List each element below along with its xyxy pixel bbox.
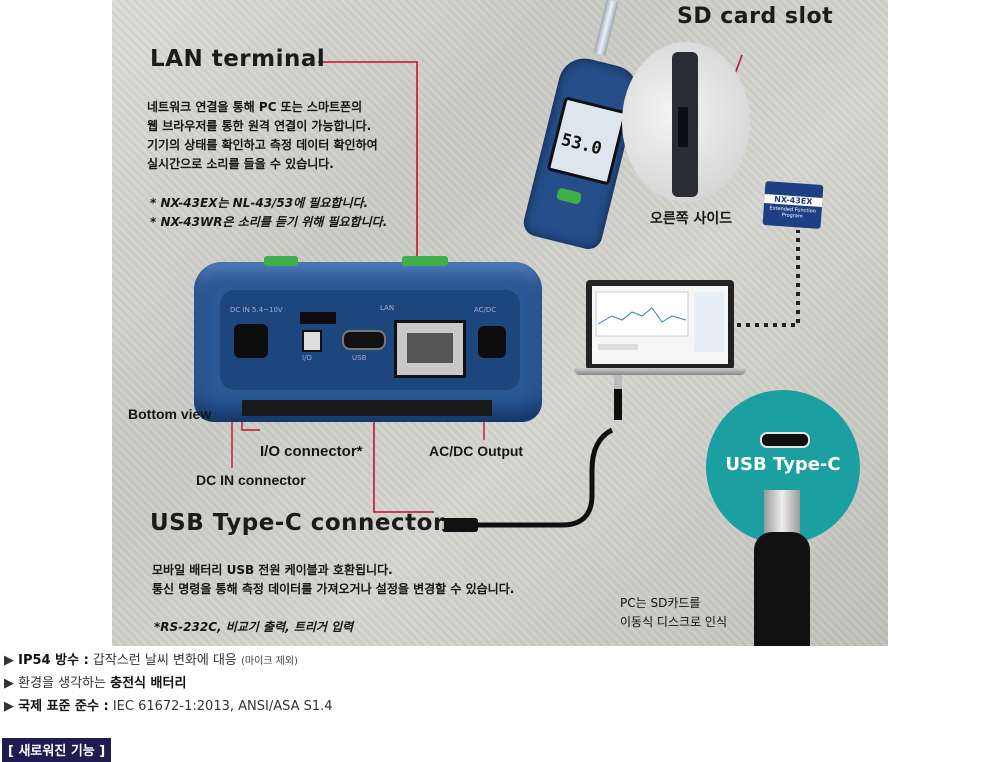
meter-screen: 53.0 [546,96,628,186]
bullet-row: ▶ IP54 방수 : 갑작스런 날씨 변화에 대응 (마이크 제외) [4,650,333,673]
usb-cable [442,375,622,532]
lan-note: * NX-43WR은 소리를 듣기 위해 필요합니다. [150,215,388,229]
feature-bullets: ▶ IP54 방수 : 갑작스런 날씨 변화에 대응 (마이크 제외) ▶ 환경… [4,650,333,719]
bullet-text: 갑작스런 날씨 변화에 대응 [88,653,242,668]
device-button [264,256,298,266]
connector-panel: DC IN 5.4~10V I/O USB LAN AC/DC [220,290,520,390]
io-label: I/O [302,354,312,362]
bullet-bold: IP54 방수 : [18,653,89,668]
io-port [302,330,322,352]
lan-note: * NX-43EX는 NL-43/53에 필요합니다. [150,196,369,210]
lan-label: LAN [380,304,395,312]
usb-note: *RS-232C, 비교기 출력, 트리거 입력 [154,620,354,634]
bullet-arrow-icon: ▶ [4,676,14,691]
usb-plug-metal [764,490,800,536]
bullet-bold: 국제 표준 준수 : [18,699,109,714]
usb-desc-line: 모바일 배터리 USB 전원 케이블과 호환됩니다. [152,563,393,577]
laptop-screen-chart [595,291,724,352]
usb-description: 모바일 배터리 USB 전원 케이블과 호환됩니다. 통신 명령을 통해 측정 … [152,561,514,599]
bullet-arrow-icon: ▶ [4,699,14,714]
device-bottom-view: DC IN 5.4~10V I/O USB LAN AC/DC [194,256,542,422]
sd-card-sub: Extended Function Program [769,205,817,220]
dc-in-label: DC IN connector [196,472,306,488]
io-connector-label: I/O connector* [260,443,363,460]
laptop-screen [592,286,728,364]
lan-desc-line: 기기의 상태를 확인하고 측정 데이터 확인하여 [147,138,378,152]
acdc-label: AC/DC [474,306,497,314]
section-tag: [ 새로워진 기능 ] [2,738,112,762]
lan-terminal-title: LAN terminal [150,46,326,72]
bottom-view-label: Bottom view [128,406,212,422]
bullet-text: IEC 61672-1:2013, ANSI/ASA S1.4 [108,699,333,714]
laptop [586,280,734,370]
device-base-slot [242,400,492,416]
lan-desc-line: 실시간으로 소리를 들을 수 있습니다. [147,157,334,171]
bullet-text: 환경을 생각하는 [18,676,111,691]
bullet-row: ▶ 국제 표준 준수 : IEC 61672-1:2013, ANSI/ASA … [4,696,333,719]
bullet-row: ▶ 환경을 생각하는 충전식 배터리 [4,673,333,696]
product-feature-image: LAN terminal 네트워크 연결을 통해 PC 또는 스마트폰의 웹 브… [112,0,888,646]
dc-label: DC IN 5.4~10V [230,306,283,314]
acdc-port [478,326,506,358]
bullet-arrow-icon: ▶ [4,653,14,668]
dc-in-port [234,324,268,358]
sd-slot-closeup [622,42,750,202]
lan-description: 네트워크 연결을 통해 PC 또는 스마트폰의 웹 브라우저를 통한 원격 연결… [147,98,378,174]
acdc-output-label: AC/DC Output [429,443,524,459]
microphone [593,0,619,56]
meter-body: 53.0 [520,53,644,252]
side-panel [672,52,698,197]
usb-c-port [342,330,386,350]
usb-label: USB [352,354,367,362]
usb-typec-circle-label: USB Type-C [725,454,841,475]
usb-typec-title: USB Type-C connector [150,510,445,536]
pc-sd-note: PC는 SD카드를 이동식 디스크로 인식 [620,594,727,632]
device-button [402,256,448,266]
bullet-bold: 충전식 배터리 [110,676,187,691]
usb-plug-body [754,532,810,646]
usb-c-icon [760,432,810,448]
usb-desc-line: 통신 명령을 통해 측정 데이터를 가져오거나 설정을 변경할 수 있습니다. [152,582,515,596]
sd-card: NX-43EX Extended Function Program [762,181,824,229]
lan-port [394,320,466,378]
sd-card-title: SD card slot [677,4,834,29]
sd-slot [678,107,688,147]
laptop-base [574,368,746,375]
lan-notes: * NX-43EX는 NL-43/53에 필요합니다. * NX-43WR은 소… [150,194,387,232]
lan-port-inner [407,333,453,363]
lan-desc-line: 웹 브라우저를 통한 원격 연결이 가능합니다. [147,119,372,133]
lan-desc-line: 네트워크 연결을 통해 PC 또는 스마트폰의 [147,100,363,114]
pc-sd-line: PC는 SD카드를 [620,596,701,610]
pc-sd-line: 이동식 디스크로 인식 [620,615,727,629]
meter-button [555,187,583,205]
bullet-small: (마이크 제외) [241,656,298,667]
right-side-label: 오른쪽 사이드 [650,211,733,227]
meter-reading: 53.0 [559,129,604,160]
io-cover [300,312,336,324]
